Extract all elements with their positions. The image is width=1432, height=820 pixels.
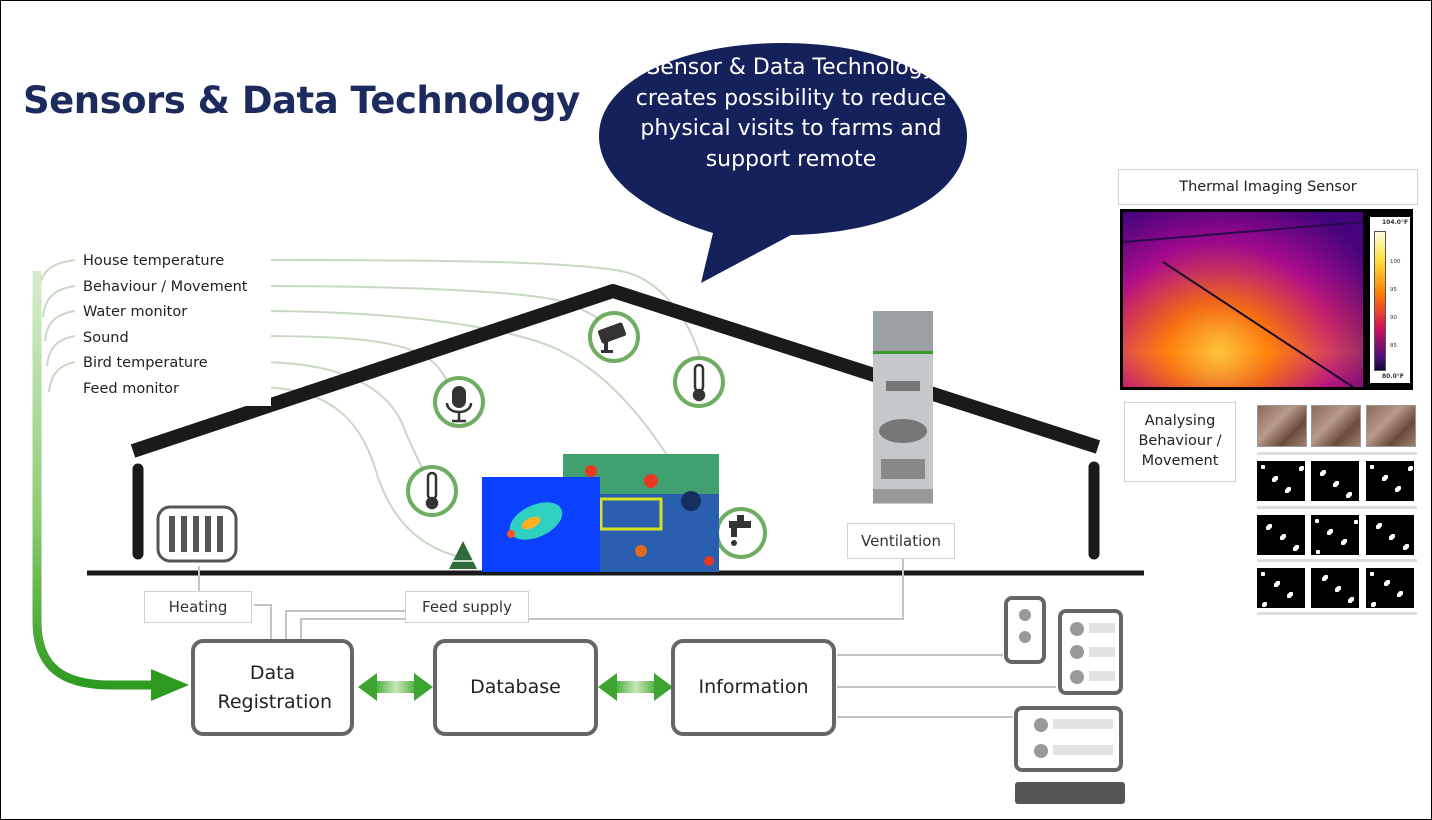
information-box: Information [671, 639, 836, 736]
blob-dot [1299, 467, 1303, 471]
scale-tick: 100 [1390, 259, 1401, 265]
blob-dot [1327, 531, 1331, 535]
sensor-house-temperature: House temperature [83, 253, 225, 269]
blob-dot [1370, 572, 1374, 576]
analysis-frame [1257, 568, 1305, 608]
blob-dot [1408, 467, 1412, 471]
camera-icon [597, 322, 627, 353]
page-title: Sensors & Data Technology [23, 79, 580, 122]
sensor-behaviour-movement: Behaviour / Movement [83, 278, 248, 295]
blob-dot [1274, 583, 1278, 587]
blob-dot [1341, 541, 1345, 545]
blob-dot [1335, 588, 1339, 592]
blob-dot [1376, 525, 1380, 529]
analysis-frame [1366, 568, 1414, 608]
temperature-scale: 104.0°F 100 95 90 85 80.0°F [1370, 217, 1410, 383]
blob-dot [1261, 572, 1265, 576]
analysis-frame [1257, 461, 1305, 501]
blob-dot [1370, 465, 1374, 469]
thermal-images [482, 454, 719, 572]
sensor-bird-temperature: Bird temperature [83, 355, 208, 371]
scale-tick: 85 [1390, 343, 1397, 349]
feed-supply-label: Feed supply [405, 591, 529, 623]
analysis-caption [1257, 559, 1417, 562]
blob-dot [1322, 577, 1326, 581]
blob-dot [1287, 594, 1291, 598]
blob-dot [1315, 519, 1319, 523]
heating-label: Heating [144, 591, 252, 623]
speech-bubble [599, 43, 967, 283]
scale-tick: 90 [1390, 315, 1397, 321]
blob-dot [1395, 488, 1399, 492]
blob-dot [1320, 472, 1324, 476]
data-registration-box: Data Registration [191, 639, 354, 736]
analysis-caption [1257, 506, 1417, 509]
speech-bubble-text: Sensor & Data Technology creates possibi… [635, 55, 947, 172]
analysis-frame [1366, 461, 1414, 501]
analysis-frame [1311, 461, 1359, 501]
database-label: Database [470, 676, 561, 698]
thermometer-icon [692, 363, 706, 402]
thermal-imaging-label: Thermal Imaging Sensor [1118, 169, 1418, 205]
water-tap-icon [729, 515, 751, 546]
blob-dot [1262, 603, 1266, 607]
bird-thermometer-icon [425, 471, 439, 510]
sensor-water-monitor: Water monitor [83, 304, 188, 320]
house-roof [130, 284, 1101, 458]
thermal-image-picture [1123, 212, 1363, 387]
blob-dot [1285, 489, 1289, 493]
feeder-icon [449, 541, 477, 569]
blob-dot [1403, 546, 1407, 550]
scale-bar [1374, 231, 1386, 371]
blob-dot [1382, 477, 1386, 481]
analysis-caption [1257, 612, 1417, 615]
blob-dot [1261, 465, 1265, 469]
information-label: Information [698, 676, 809, 698]
blob-dot [1389, 536, 1393, 540]
scale-min: 80.0°F [1382, 373, 1404, 380]
blob-dot [1266, 526, 1270, 530]
blob-dot [1280, 536, 1284, 540]
analysis-frame [1311, 515, 1359, 555]
blob-dot [1384, 582, 1388, 586]
blob-dot [1348, 599, 1352, 603]
analysis-frame [1366, 515, 1414, 555]
thermal-image: 104.0°F 100 95 90 85 80.0°F [1120, 209, 1413, 390]
keyboard [1015, 782, 1125, 804]
analysis-frame [1366, 405, 1416, 447]
analysis-frame [1257, 405, 1307, 447]
thermal-lines [1123, 221, 1363, 387]
ventilation-label: Ventilation [847, 523, 955, 559]
analysing-behaviour-label: Analysing Behaviour / Movement [1124, 402, 1236, 482]
blob-dot [1354, 520, 1358, 524]
blob-dot [1397, 593, 1401, 597]
blob-dot [1346, 494, 1350, 498]
radiator-icon [156, 505, 238, 563]
microphone-icon [445, 386, 473, 423]
scale-max: 104.0°F [1382, 219, 1409, 226]
blob-dot [1293, 547, 1297, 551]
analysis-caption [1257, 452, 1417, 455]
data-registration-label: Data Registration [217, 661, 333, 713]
double-arrows [358, 673, 673, 701]
blob-dot [1333, 483, 1337, 487]
blob-dot [1371, 603, 1375, 607]
blob-dot [1272, 478, 1276, 482]
sensor-list: House temperature Behaviour / Movement W… [75, 245, 271, 406]
database-box: Database [433, 639, 598, 736]
sensor-feed-monitor: Feed monitor [83, 380, 179, 397]
analysis-frame [1257, 515, 1305, 555]
blob-dot [1316, 550, 1320, 554]
ventilation-fan-icon [873, 311, 933, 504]
sensor-sound: Sound [83, 329, 129, 346]
analysis-frame [1311, 405, 1361, 447]
analysis-frame [1311, 568, 1359, 608]
scale-tick: 95 [1390, 287, 1397, 293]
